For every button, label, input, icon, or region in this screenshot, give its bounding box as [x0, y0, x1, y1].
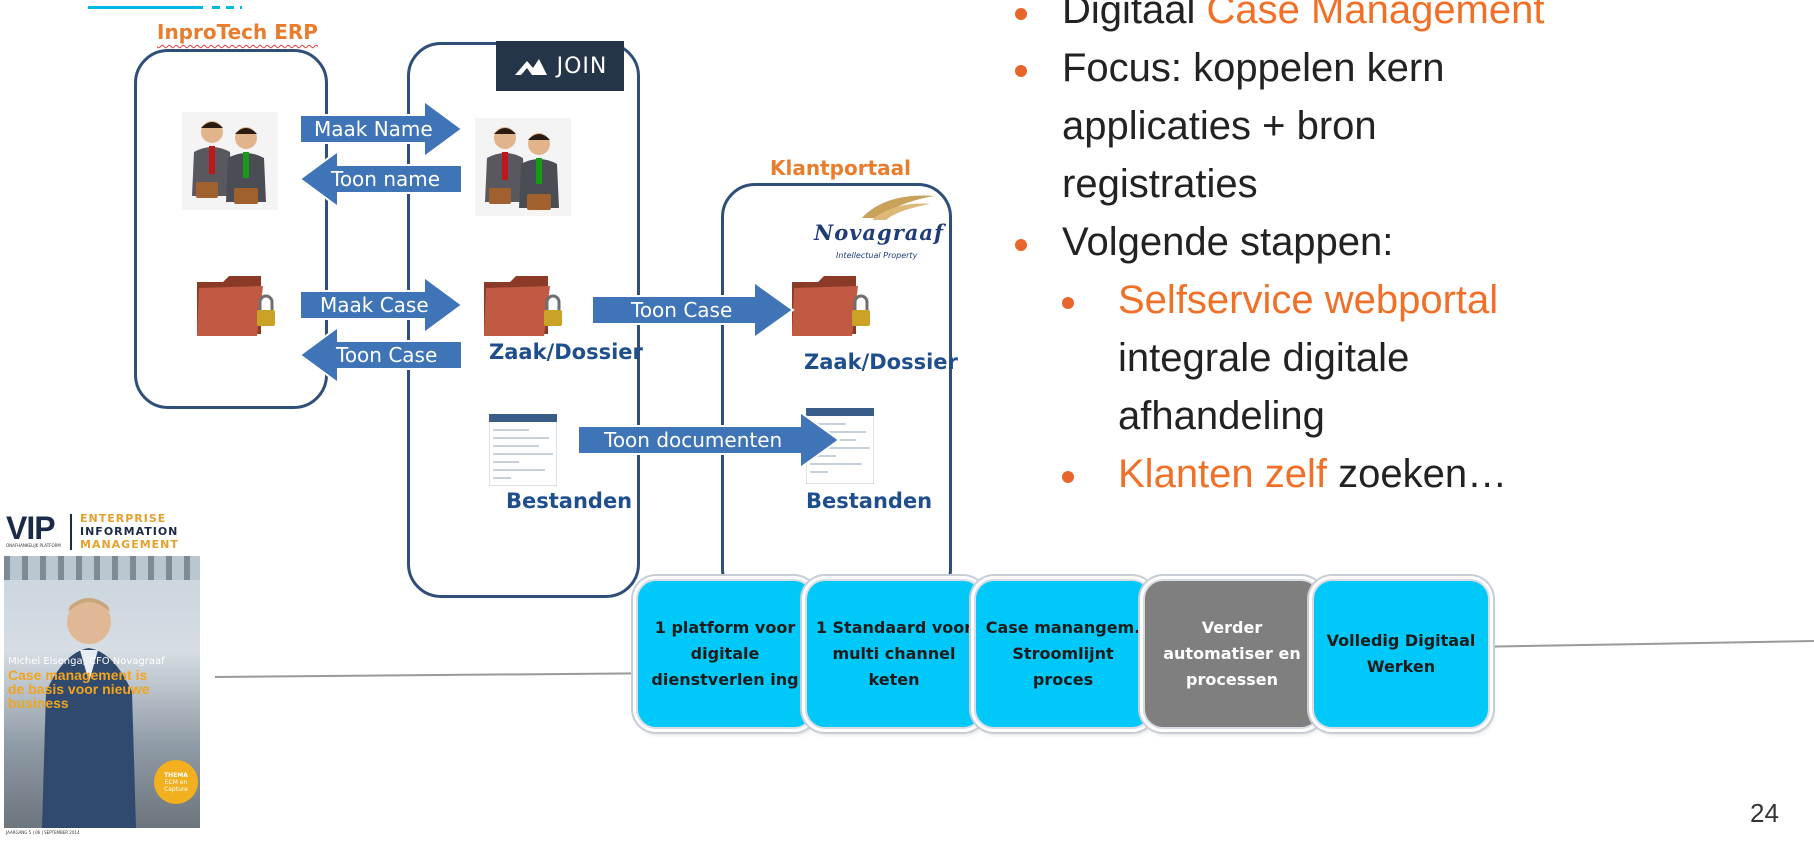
- bullet-3a-highlight-text: Selfservice webportal: [1118, 278, 1499, 322]
- magazine-badge-1: THEMA: [164, 771, 188, 779]
- bullet-1-prefix: Digitaal: [1062, 0, 1207, 32]
- toon-name-label: Toon name: [331, 167, 441, 191]
- join-logo: JOIN: [496, 41, 624, 91]
- magazine-footer: JAARGANG 5 | 06 | SEPTEMBER 2014: [6, 830, 80, 835]
- timeline-line-left: [214, 672, 645, 678]
- step-2: 1 Standaard voor multi channel keten: [805, 579, 983, 729]
- locked-folder-icon: [484, 276, 562, 336]
- timeline-line-right: [1469, 639, 1814, 648]
- maak-case-label: Maak Case: [320, 293, 429, 317]
- bullet-3a-line-2: integrale digitale: [1118, 336, 1410, 380]
- novagraaf-swoosh-icon: [862, 195, 934, 220]
- bullet-1-highlight: Case Management: [1206, 0, 1545, 32]
- page-number: 24: [1750, 798, 1779, 828]
- portal-title: Klantportaal: [770, 156, 911, 180]
- people-icon: [475, 118, 571, 216]
- step-3: Case manangem. Stroomlijnt proces: [974, 579, 1152, 729]
- toon-case-right-label: Toon Case: [631, 298, 733, 322]
- step-5-label: Volledig Digitaal Werken: [1326, 631, 1476, 676]
- magazine-sub-3: MANAGEMENT: [80, 538, 179, 551]
- people-icon: [182, 112, 278, 210]
- novagraaf-tagline: Intellectual Property: [836, 251, 918, 260]
- magazine-sub-2: INFORMATION: [80, 525, 179, 538]
- bestanden-portal-label: Bestanden: [806, 489, 933, 513]
- toon-case-left-label: Toon Case: [336, 343, 438, 367]
- bullet-2-line-2: applicaties + bron: [1062, 104, 1377, 148]
- maak-name-label: Maak Name: [314, 117, 433, 141]
- magazine-cover: VIP ENTERPRISE INFORMATION MANAGEMENT ON…: [4, 512, 200, 844]
- magazine-divider: [70, 514, 72, 550]
- maak-name-arrow: [299, 99, 464, 159]
- toon-name-arrow: [298, 149, 463, 209]
- step-5: Volledig Digitaal Werken: [1312, 579, 1490, 729]
- toon-case-right-arrow: [591, 280, 795, 340]
- bullet-3b: Klanten zelf zoeken…: [1118, 452, 1507, 497]
- erp-title: InproTech ERP: [157, 20, 318, 44]
- locked-folder-icon: [197, 276, 275, 336]
- header-accent-dashes: [212, 6, 242, 9]
- maak-case-arrow: [299, 275, 464, 335]
- toon-case-left-arrow: [298, 325, 463, 385]
- join-logo-text: JOIN: [556, 53, 608, 79]
- magazine-platform: ONAFHANKELIJK PLATFORM: [6, 543, 61, 548]
- magazine-sub-1: ENTERPRISE: [80, 512, 167, 525]
- magazine-headline: Case management is de basis voor nieuwe …: [8, 667, 150, 711]
- zaak-dossier-portal-label: Zaak/Dossier: [804, 350, 958, 374]
- magazine-theme-badge: THEMA ECM en Capture: [154, 760, 198, 804]
- novagraaf-logo: Novagraaf: [814, 220, 945, 245]
- person-portrait-icon: [42, 598, 136, 828]
- bullet-1: Digitaal Case Management: [1062, 0, 1544, 33]
- join-logo-icon: [514, 59, 547, 75]
- magazine-caption: Michel Elsenga, CFO Novagraaf: [8, 656, 165, 667]
- erp-container: [134, 49, 328, 409]
- bullet-3b-rest: zoeken…: [1327, 452, 1508, 496]
- portal-container: [721, 183, 952, 603]
- step-4: Verder automatiser en processen: [1143, 579, 1321, 729]
- step-1: 1 platform voor digitale dienstverlen in…: [636, 579, 814, 729]
- toon-documenten-arrow: [577, 410, 841, 470]
- bullet-2-line-1: Focus: koppelen kern: [1062, 46, 1445, 90]
- zaak-dossier-join-label: Zaak/Dossier: [489, 340, 643, 364]
- bullet-dot: [1015, 239, 1027, 251]
- bullet-3: Volgende stappen:: [1062, 220, 1394, 264]
- step-1-label: 1 platform voor digitale dienstverlen in…: [651, 618, 799, 689]
- header-accent-line: [88, 6, 203, 9]
- bullet-3a-highlight: Selfservice webportal: [1118, 278, 1498, 323]
- step-2-label: 1 Standaard voor multi channel keten: [815, 618, 973, 689]
- bullet-dot: [1015, 8, 1027, 20]
- sub-bullet-dot: [1062, 471, 1074, 483]
- step-3-label: Case manangem. Stroomlijnt proces: [985, 618, 1141, 689]
- bullet-dot: [1015, 65, 1027, 77]
- step-4-label: Verder automatiser en processen: [1163, 618, 1301, 689]
- bullet-3b-highlight: Klanten zelf: [1118, 452, 1328, 496]
- bullet-2-line-3: registraties: [1062, 162, 1258, 206]
- magazine-logo: VIP: [6, 512, 56, 546]
- sub-bullet-dot: [1062, 297, 1074, 309]
- bestanden-join-label: Bestanden: [506, 489, 633, 513]
- locked-folder-icon: [792, 276, 870, 336]
- toon-documenten-label: Toon documenten: [604, 428, 783, 452]
- document-form-icon: [489, 414, 557, 486]
- magazine-building: [4, 556, 200, 580]
- bullet-3a-line-3: afhandeling: [1118, 394, 1325, 438]
- magazine-badge-2: ECM en Capture: [164, 778, 188, 793]
